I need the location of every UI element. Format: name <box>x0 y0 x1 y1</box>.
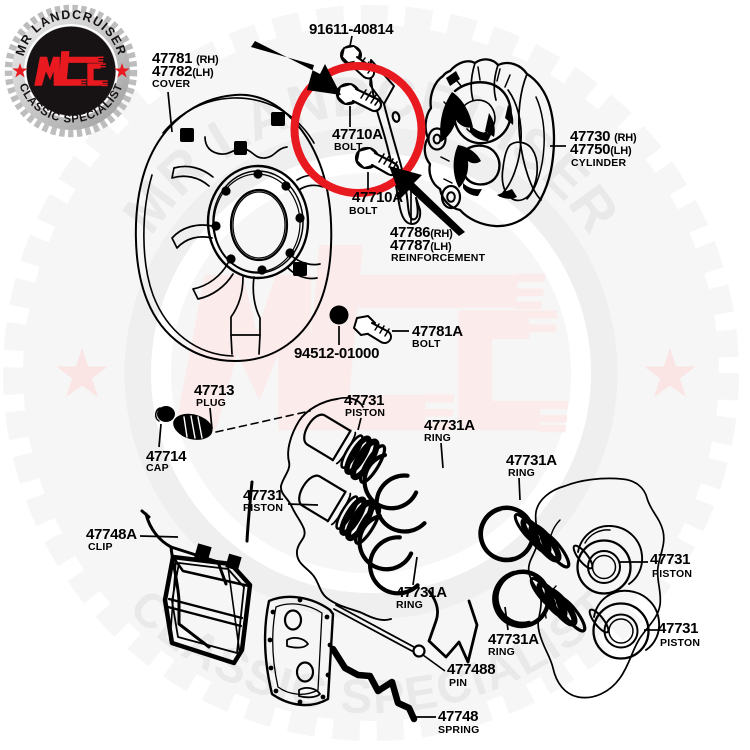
svg-text:PISTON: PISTON <box>345 407 385 419</box>
svg-text:SPRING: SPRING <box>438 724 479 736</box>
svg-text:91611-40814: 91611-40814 <box>309 21 394 38</box>
svg-text:PISTON: PISTON <box>660 637 700 649</box>
svg-text:BOLT: BOLT <box>349 205 378 217</box>
svg-text:47731A: 47731A <box>506 452 557 469</box>
svg-text:47710A: 47710A <box>332 126 383 143</box>
svg-text:RING: RING <box>396 599 423 611</box>
svg-text:47713: 47713 <box>194 382 234 399</box>
svg-text:REINFORCEMENT: REINFORCEMENT <box>391 252 486 264</box>
svg-text:47731A: 47731A <box>488 631 539 648</box>
svg-text:47782(LH): 47782(LH) <box>152 63 214 80</box>
svg-text:CAP: CAP <box>146 462 169 474</box>
svg-text:47714: 47714 <box>146 448 187 465</box>
svg-text:PIN: PIN <box>449 677 467 689</box>
svg-text:47731A: 47731A <box>396 584 447 601</box>
svg-text:47748: 47748 <box>438 708 478 725</box>
svg-text:47730 (RH): 47730 (RH) <box>570 128 637 145</box>
svg-text:47748A: 47748A <box>86 526 137 543</box>
svg-text:PLUG: PLUG <box>196 397 226 409</box>
svg-text:47731: 47731 <box>243 487 283 504</box>
svg-text:COVER: COVER <box>152 78 191 90</box>
svg-text:47787(LH): 47787(LH) <box>390 237 452 254</box>
svg-text:477488: 477488 <box>447 661 495 678</box>
svg-text:47731: 47731 <box>650 551 690 568</box>
svg-text:CLIP: CLIP <box>88 541 113 553</box>
svg-text:RING: RING <box>508 467 535 479</box>
svg-text:47750(LH): 47750(LH) <box>570 141 632 158</box>
svg-text:47781A: 47781A <box>412 323 463 340</box>
svg-text:94512-01000: 94512-01000 <box>294 345 379 362</box>
svg-text:47731A: 47731A <box>424 417 475 434</box>
svg-text:PISTON: PISTON <box>243 502 283 514</box>
svg-text:BOLT: BOLT <box>334 141 363 153</box>
svg-text:RING: RING <box>424 432 451 444</box>
svg-text:BOLT: BOLT <box>412 338 441 350</box>
svg-text:PISTON: PISTON <box>652 568 692 580</box>
svg-text:47731: 47731 <box>344 392 384 409</box>
svg-text:CYLINDER: CYLINDER <box>571 157 626 169</box>
svg-text:47710A: 47710A <box>352 189 403 206</box>
svg-text:47731: 47731 <box>658 620 698 637</box>
svg-text:47781 (RH): 47781 (RH) <box>152 50 219 67</box>
svg-text:47786(RH): 47786(RH) <box>390 224 453 241</box>
svg-text:RING: RING <box>488 646 515 658</box>
